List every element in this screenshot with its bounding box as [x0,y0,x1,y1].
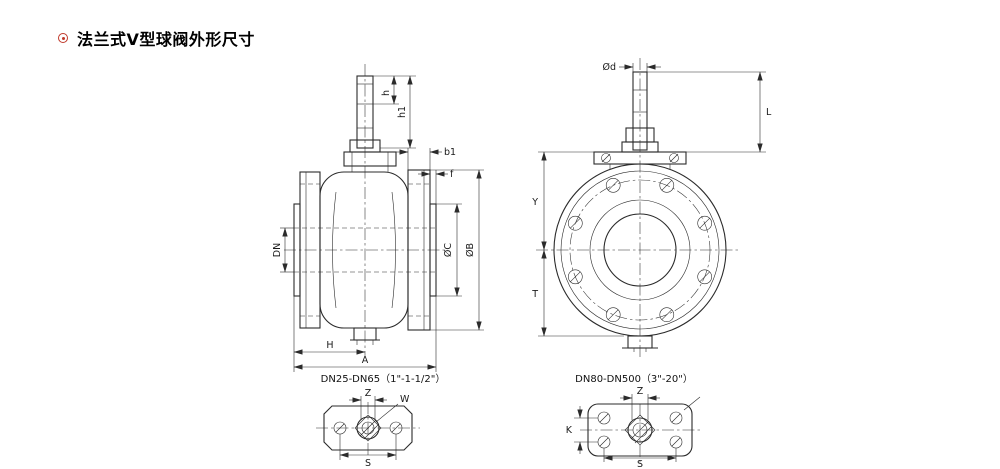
dim-h1: h1 [380,75,416,149]
front-view-centerlines [284,64,446,356]
dim-A: A [293,296,437,372]
dim-f: f [418,169,454,204]
side-view-drain [622,335,658,352]
dim-b1: b1 [396,147,456,170]
dim-h-label: h [381,90,392,96]
dim-T-label: T [531,289,538,300]
pad-small-dim-S: S [339,434,397,469]
dim-oc: ØC [436,203,462,297]
dim-Y-label: Y [531,197,538,208]
dim-od: Ød [602,62,661,73]
dim-L-label: L [766,107,772,118]
pad-small-dim-S-label: S [365,458,371,469]
dim-b1-label: b1 [444,147,456,158]
bullet-dot [61,36,65,40]
front-view-right-flange [407,169,437,331]
pad-large-plate [587,396,701,457]
front-view-stem [343,75,397,167]
dim-ob: ØB [430,169,484,331]
pad-large-dim-S: S [603,448,677,469]
dim-T: T [531,249,624,337]
front-view: h h1 b1 f [272,64,484,372]
side-view-bolt-holes [567,178,713,323]
dim-A-label: A [362,355,369,366]
pad-large-dim-Z: Z [620,386,660,420]
dim-f-label: f [450,169,454,180]
dim-L: L [647,71,772,153]
pad-large-dim-Z-label: Z [637,386,644,397]
side-view-centerlines [536,58,740,358]
dim-ob-label: ØB [465,243,476,257]
dim-dn-label: DN [272,243,283,257]
pad-small-dim-Z-label: Z [365,388,372,399]
pad-large-dim-K-label: K [566,425,573,436]
pad-large-dim-S-label: S [637,459,643,469]
pad-small-plate [323,405,413,451]
page-title: 法兰式V型球阀外形尺寸 [77,30,255,49]
pad-small-dim-W: W [375,394,410,423]
front-view-drain [350,327,380,345]
bullet-icon [58,33,68,43]
dim-h1-label: h1 [397,106,408,118]
dim-oc-label: ØC [443,243,454,257]
dim-H: H [293,296,366,372]
page-header: 法兰式V型球阀外形尺寸 [58,26,255,50]
pad-small-dim-W-label: W [400,394,410,405]
pad-large-dim-K: K [566,406,598,454]
dim-H-label: H [326,340,333,351]
pad-small: DN25-DN65（1"-1-1/2"） Z [316,373,445,469]
front-view-left-flange [293,171,321,329]
dim-h: h [373,75,416,105]
pad-small-caption: DN25-DN65（1"-1-1/2"） [321,373,446,385]
dim-od-label: Ød [602,62,616,73]
side-view-stem [621,71,659,153]
side-view: Ød L Y T [531,58,772,358]
pad-large: DN80-DN500（3"-20"） [566,373,701,469]
pad-large-caption: DN80-DN500（3"-20"） [575,373,693,385]
pad-large-centerlines [580,404,700,464]
pad-small-dim-Z: Z [349,388,387,420]
dim-dn: DN [272,227,294,273]
front-view-body [319,166,409,329]
dim-Y: Y [531,151,594,251]
